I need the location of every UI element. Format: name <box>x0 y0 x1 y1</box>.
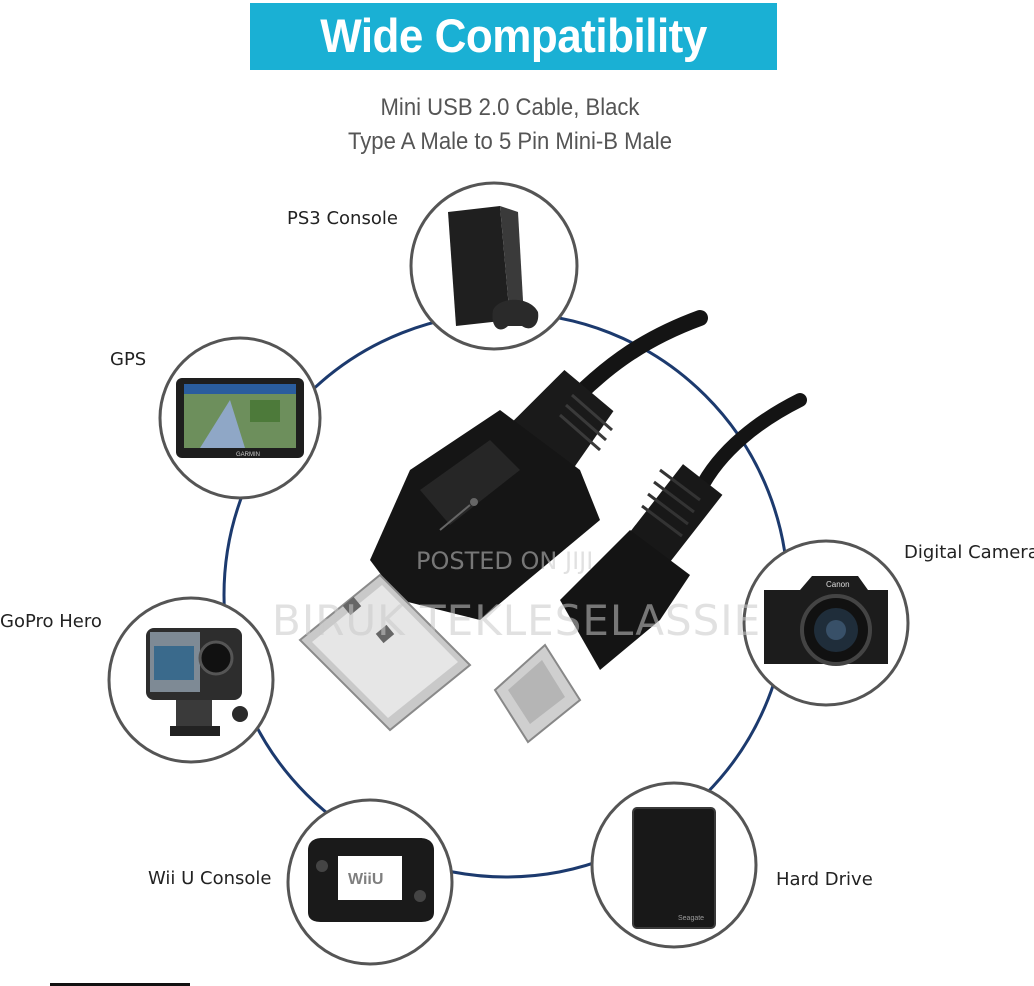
usb-cable-image <box>298 310 807 744</box>
wii-u-gamepad-icon: WiiU <box>286 798 454 966</box>
banner-title: Wide Compatibility <box>320 9 707 63</box>
camera-brand-text: Canon <box>826 580 850 589</box>
subtitle-line2: Type A Male to 5 Pin Mini-B Male <box>347 128 672 155</box>
label-hard-drive: Hard Drive <box>776 869 873 890</box>
gps-brand-text: GARMIN <box>236 452 260 458</box>
ps3-console-icon <box>409 181 579 351</box>
gps-device-icon: GARMIN <box>158 336 322 500</box>
label-gps: GPS <box>110 349 147 370</box>
label-digital-camera: Digital Camera <box>904 542 1034 563</box>
drive-brand-text: Seagate <box>678 915 704 922</box>
watermark-posted: POSTED ON JIJI <box>416 547 594 575</box>
hard-drive-icon: Seagate <box>590 781 758 949</box>
label-gopro-hero: GoPro Hero <box>0 611 102 632</box>
gopro-camera-icon <box>107 596 275 764</box>
watermark-seller: BIRUK TEKLESELASSIE <box>272 596 762 645</box>
subtitle-line1: Mini USB 2.0 Cable, Black <box>380 94 640 121</box>
wiiu-logo-text: WiiU <box>348 871 383 888</box>
label-ps3-console: PS3 Console <box>287 208 398 229</box>
digital-camera-icon: Canon <box>742 539 910 707</box>
title-banner: Wide Compatibility <box>250 3 777 70</box>
label-wii-u-console: Wii U Console <box>148 868 272 889</box>
bottom-divider <box>50 983 190 986</box>
